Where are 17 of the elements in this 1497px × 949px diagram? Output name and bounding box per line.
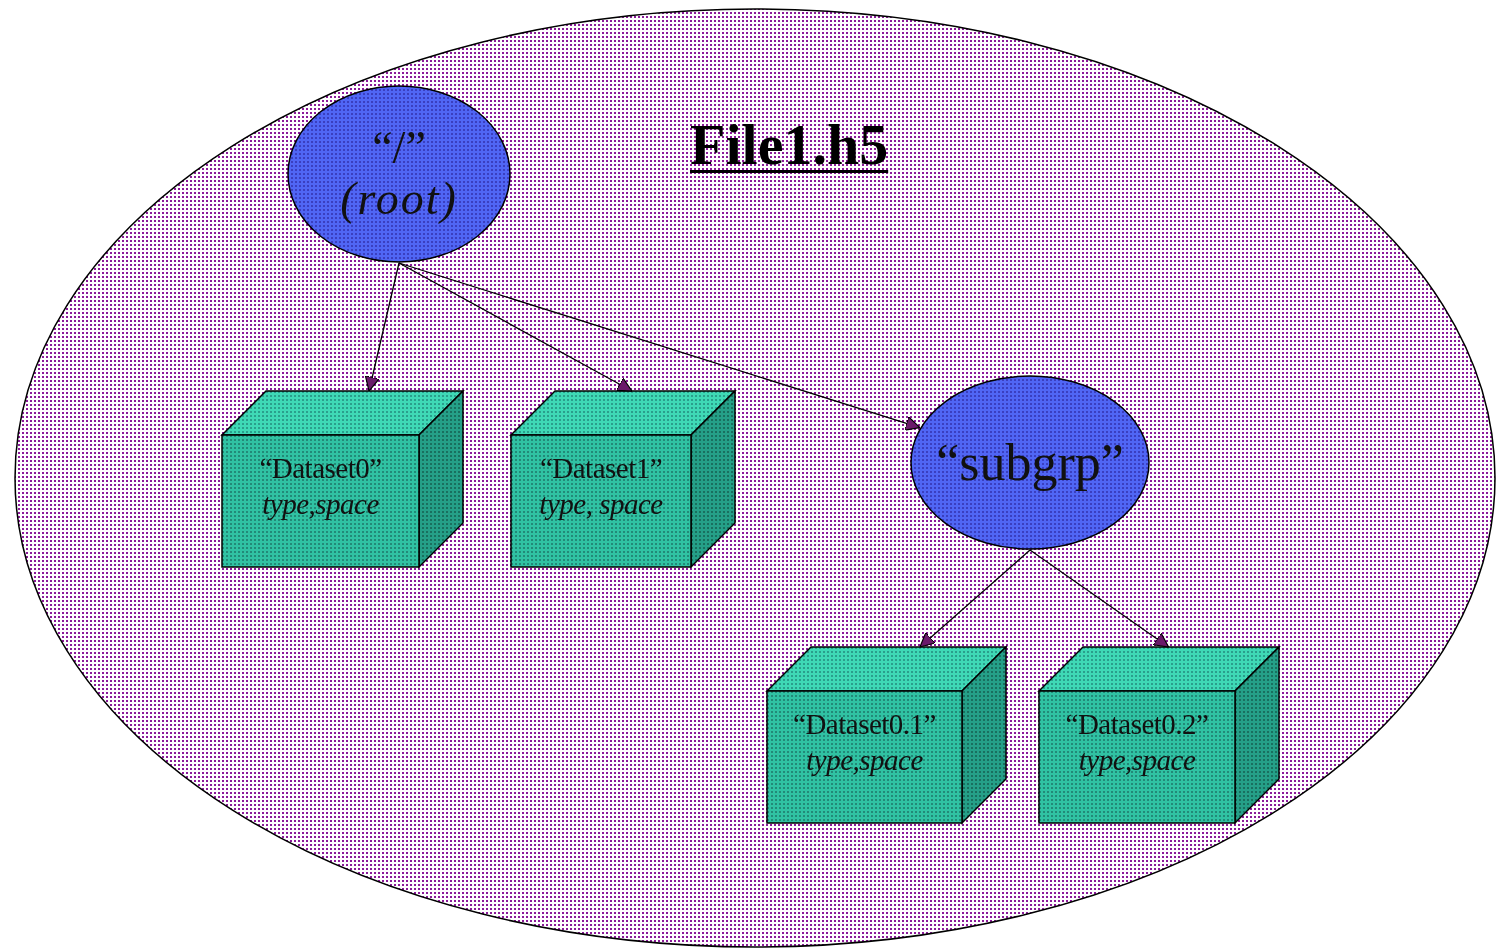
arrow: [398, 262, 921, 431]
arrow: [919, 549, 1031, 648]
arrow: [1029, 549, 1170, 648]
group-name: “/”: [372, 123, 426, 174]
dataset-attributes: type, space: [539, 488, 663, 521]
arrow: [398, 262, 633, 392]
dataset-name: “Dataset1”: [539, 453, 663, 485]
arrow: [364, 262, 400, 392]
dataset-name: “Dataset0.2”: [1065, 709, 1209, 741]
group-role: (root): [340, 174, 458, 225]
group-name: “subgrp”: [936, 433, 1124, 492]
dataset-name: “Dataset0.1”: [793, 709, 936, 741]
file-title: File1.h5: [690, 113, 889, 177]
dataset-attributes: type,space: [1078, 744, 1196, 777]
dataset-attributes: type,space: [262, 488, 379, 521]
dataset-name: “Dataset0”: [259, 453, 382, 485]
dataset-attributes: type,space: [806, 744, 923, 777]
